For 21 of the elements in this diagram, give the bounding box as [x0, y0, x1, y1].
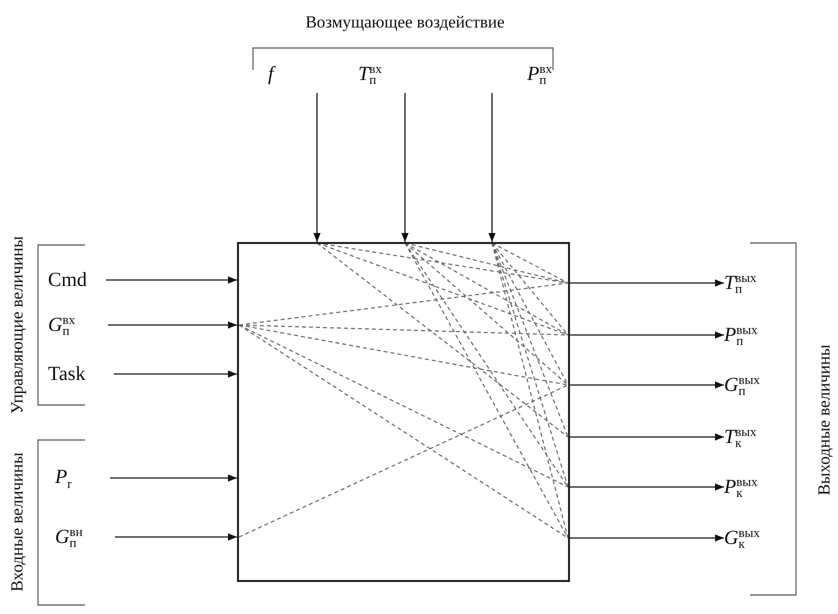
arrow	[401, 93, 409, 242]
arrow	[110, 474, 237, 482]
arrow	[570, 381, 724, 389]
arrow	[570, 483, 724, 491]
group-label: Входные величины	[8, 452, 26, 592]
variable-label: f	[268, 63, 274, 85]
arrow	[488, 93, 496, 242]
arrow	[115, 533, 237, 541]
arrow	[570, 433, 724, 441]
arrow	[106, 276, 237, 284]
arrow	[114, 370, 237, 378]
group-label: Управляющие величины	[8, 236, 26, 414]
arrow	[108, 321, 237, 329]
variable-label: Task	[48, 363, 86, 385]
heading: Возмущающее воздействие	[305, 14, 505, 30]
arrow	[313, 93, 321, 242]
arrow	[570, 279, 724, 287]
arrow	[570, 331, 724, 339]
arrow	[570, 534, 724, 542]
group-label: Выходные величины	[816, 344, 832, 496]
variable-label: Cmd	[48, 269, 87, 291]
